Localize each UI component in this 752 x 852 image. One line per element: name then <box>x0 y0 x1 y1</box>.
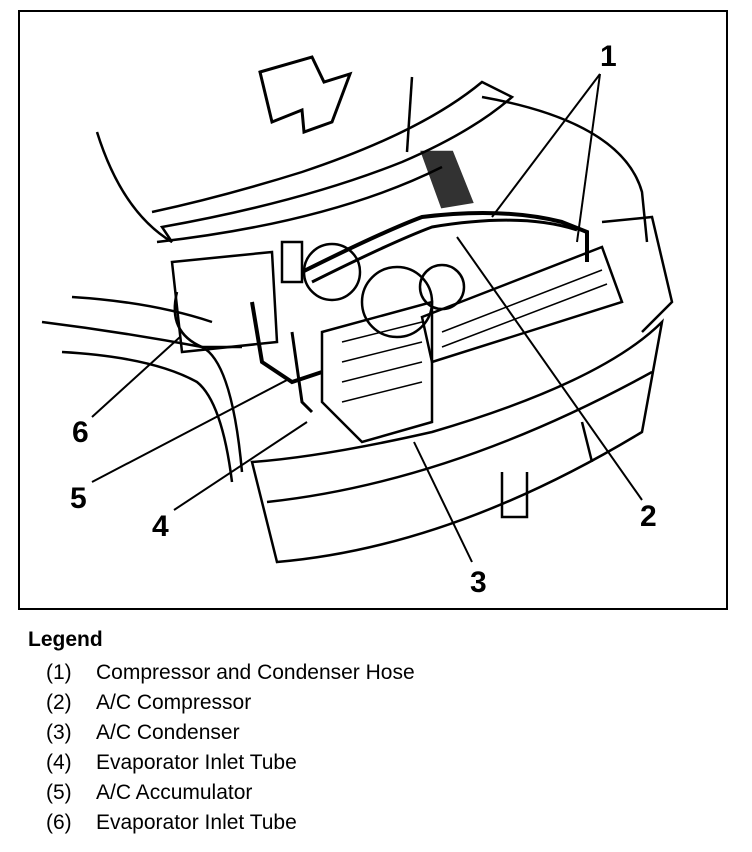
condenser <box>320 300 434 444</box>
legend-item-number: (5) <box>46 781 72 804</box>
legend-item-number: (2) <box>46 691 72 714</box>
legend-item-number: (6) <box>46 811 72 834</box>
callout-5: 5 <box>70 482 87 515</box>
legend-item: (4) Evaporator Inlet Tube <box>46 748 415 778</box>
leader-lines <box>91 73 643 563</box>
legend-item-label: A/C Accumulator <box>96 781 253 804</box>
legend: Legend (1)Compressor and Condenser Hose … <box>28 628 415 838</box>
legend-item-label: Compressor and Condenser Hose <box>96 661 415 684</box>
callout-2: 2 <box>640 500 657 533</box>
engine-bay-illustration <box>41 55 674 564</box>
legend-item-number: (4) <box>46 751 72 774</box>
callout-6: 6 <box>72 416 89 449</box>
legend-item-label: Evaporator Inlet Tube <box>96 811 297 834</box>
legend-item-label: Evaporator Inlet Tube <box>96 751 297 774</box>
callout-1: 1 <box>600 40 617 73</box>
legend-item-label: A/C Condenser <box>96 721 240 744</box>
diagram-frame: 1 2 3 4 5 6 <box>18 10 728 610</box>
callout-4: 4 <box>152 510 169 543</box>
callout-3: 3 <box>470 566 487 599</box>
legend-item-number: (3) <box>46 721 72 744</box>
legend-item: (3) A/C Condenser <box>46 718 415 748</box>
legend-item: (5) A/C Accumulator <box>46 778 415 808</box>
legend-item-number: (1) <box>46 661 72 684</box>
legend-title: Legend <box>28 628 103 651</box>
front-arrow-icon <box>258 55 353 135</box>
hood <box>95 80 515 244</box>
legend-item-label: A/C Compressor <box>96 691 252 714</box>
legend-item: (1) Compressor and Condenser Hose <box>46 658 415 688</box>
bumper <box>250 318 664 564</box>
legend-item: (2) A/C Compressor <box>46 688 415 718</box>
compressor-condenser-hose <box>301 211 589 274</box>
legend-item: (6) Evaporator Inlet Tube <box>46 808 415 838</box>
